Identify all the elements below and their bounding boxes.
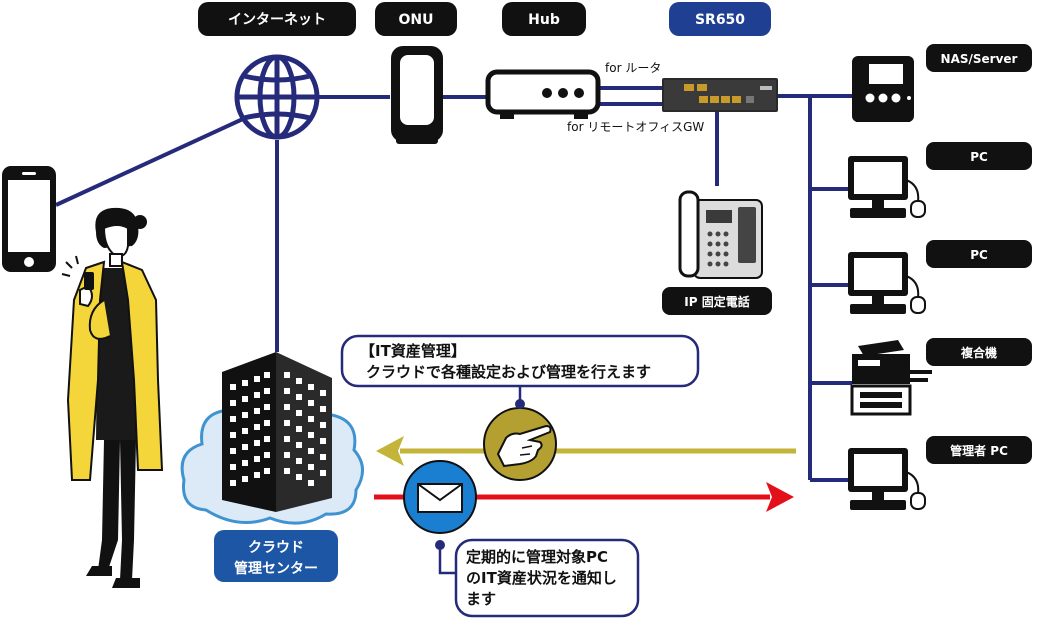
svg-text:SR650: SR650 xyxy=(695,12,745,28)
svg-text:管理者 PC: 管理者 PC xyxy=(950,443,1008,458)
label-pc1: PC xyxy=(926,142,1032,170)
svg-text:IP 固定電話: IP 固定電話 xyxy=(684,294,749,309)
svg-text:Hub: Hub xyxy=(528,12,560,28)
network-lines xyxy=(55,86,852,482)
svg-text:ONU: ONU xyxy=(399,12,434,28)
label-internet: インターネット xyxy=(198,2,356,36)
line-smartphone-globe xyxy=(55,116,246,207)
desktop-pc-icon xyxy=(848,156,926,218)
label-pc2: PC xyxy=(926,240,1032,268)
svg-text:NAS/Server: NAS/Server xyxy=(941,52,1018,66)
callout-it-asset-management: 【IT資産管理】 クラウドで各種設定および管理を行えます xyxy=(340,334,700,409)
smartphone-icon xyxy=(2,166,56,272)
callout-notification: 定期的に管理対象PC のIT資産状況を通知し ます xyxy=(435,538,640,618)
svg-text:管理センター: 管理センター xyxy=(234,560,318,577)
svg-text:ます: ます xyxy=(466,590,496,608)
envelope-icon xyxy=(403,460,477,534)
svg-text:定期的に管理対象PC: 定期的に管理対象PC xyxy=(466,548,608,566)
label-hub: Hub xyxy=(502,2,586,36)
svg-text:複合機: 複合機 xyxy=(960,345,997,360)
multifunction-printer-icon xyxy=(850,340,932,416)
sr650-router-icon xyxy=(662,78,778,112)
onu-device-icon xyxy=(391,46,443,144)
desktop-pc-icon xyxy=(848,448,926,510)
label-ip-phone: IP 固定電話 xyxy=(662,287,772,315)
svg-text:PC: PC xyxy=(970,248,988,262)
person-with-phone-icon xyxy=(61,207,164,588)
pointing-hand-icon xyxy=(483,407,557,481)
arrow-management-to-cloud xyxy=(376,436,796,466)
label-cloud-center: クラウド 管理センター xyxy=(214,530,338,582)
desktop-pc-icon xyxy=(848,252,926,314)
globe-icon xyxy=(234,54,320,140)
hub-device-icon xyxy=(485,69,601,119)
label-for-remote: for リモートオフィスGW xyxy=(567,120,704,134)
svg-text:クラウド: クラウド xyxy=(248,540,304,556)
label-onu: ONU xyxy=(375,2,457,36)
label-mfp: 複合機 xyxy=(926,338,1032,366)
label-admin-pc: 管理者 PC xyxy=(926,436,1032,464)
svg-text:クラウドで各種設定および管理を行えます: クラウドで各種設定および管理を行えます xyxy=(366,363,651,381)
label-nas: NAS/Server xyxy=(926,44,1032,72)
svg-text:【IT資産管理】: 【IT資産管理】 xyxy=(360,342,466,360)
svg-text:PC: PC xyxy=(970,150,988,164)
building-icon xyxy=(222,352,332,512)
label-for-router: for ルータ xyxy=(605,61,661,75)
svg-text:インターネット: インターネット xyxy=(228,12,326,28)
ip-phone-icon xyxy=(678,190,763,279)
svg-text:のIT資産状況を通知し: のIT資産状況を通知し xyxy=(466,569,617,587)
nas-server-icon xyxy=(852,56,914,122)
label-sr650: SR650 xyxy=(669,2,771,36)
